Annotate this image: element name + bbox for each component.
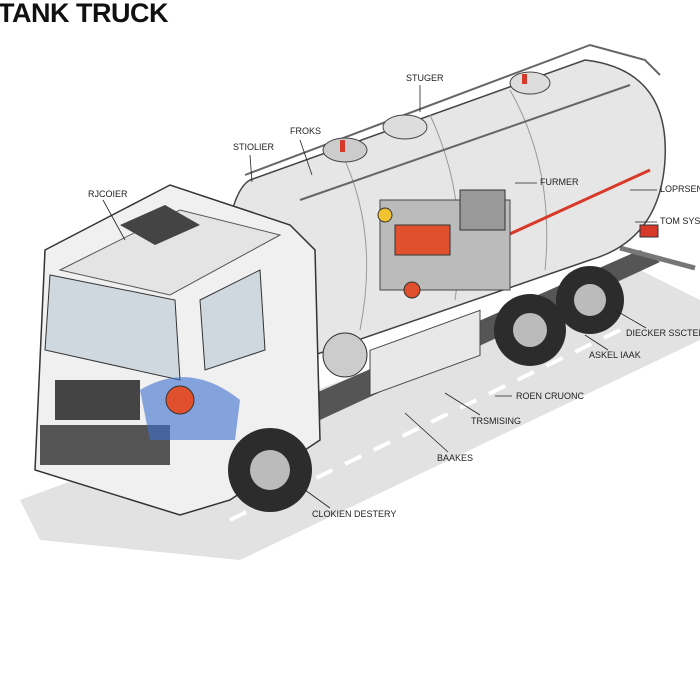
diagram-title: TANK TRUCK: [0, 0, 168, 28]
label-stuger: STUGER: [406, 73, 444, 83]
label-rucoier: RJCOIER: [88, 189, 128, 199]
manhole-2: [382, 114, 428, 140]
fuel-tank: [369, 309, 481, 397]
pump: [322, 332, 368, 378]
label-clokien: CLOKIEN DESTERY: [312, 509, 397, 519]
label-askel: ASKEL IAAK: [589, 350, 641, 360]
wheels: [228, 266, 624, 512]
tail-light: [639, 224, 659, 238]
label-stolier: STIOLIER: [233, 142, 275, 152]
label-trsmising: TRSMISING: [471, 416, 522, 426]
cab: [34, 184, 321, 516]
top-rail: [244, 43, 661, 176]
label-furmer: FURMER: [540, 177, 579, 187]
label-diecker: DIECKER SSCTEM: [626, 328, 700, 338]
label-roen: ROEN CRUONC: [516, 391, 585, 401]
engine-cutaway: [377, 189, 511, 299]
label-froks: FROKS: [290, 126, 322, 136]
manhole-3: [509, 71, 551, 95]
label-baakes: BAAKES: [437, 453, 474, 463]
label-tom-sys: TOM SYS: [660, 216, 700, 226]
leader-lines: [102, 85, 657, 509]
rear-bumper: [619, 245, 696, 271]
